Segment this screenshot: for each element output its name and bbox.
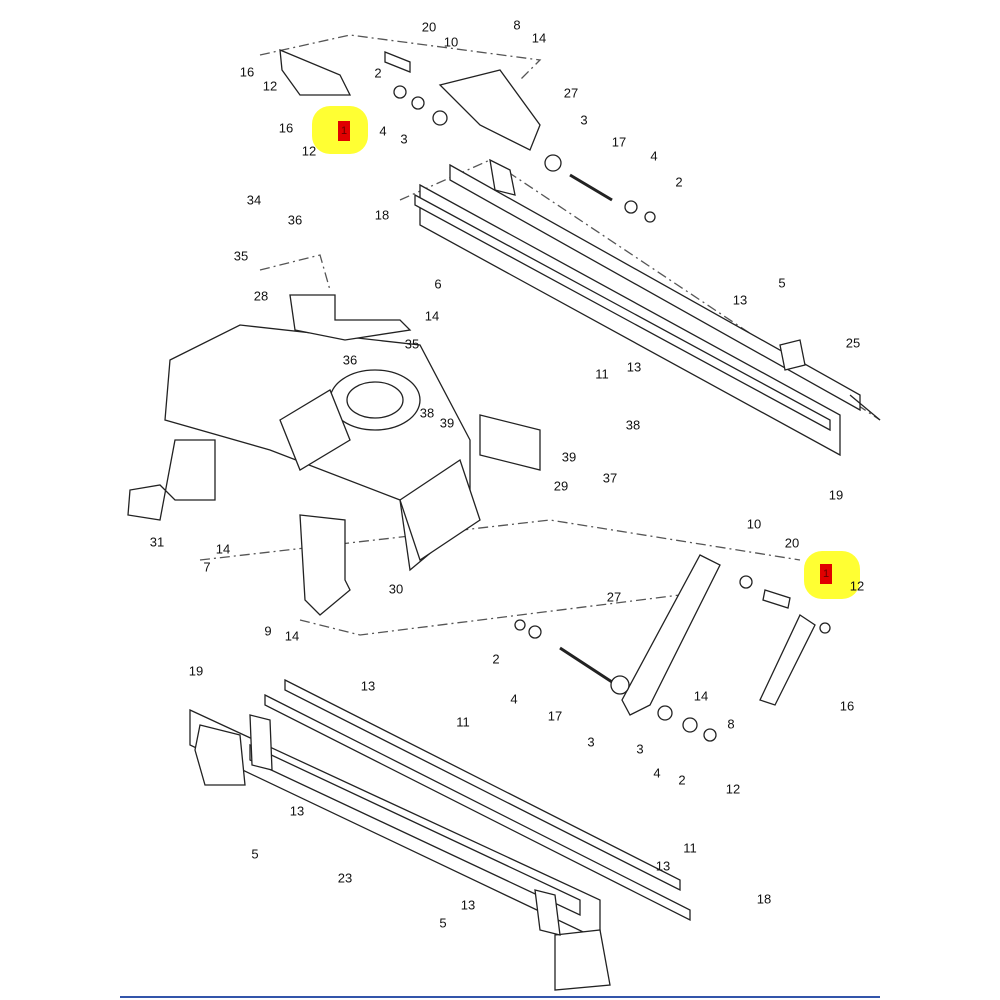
part-1-marker-bottom[interactable]: 1 [820, 564, 832, 584]
part-callout-label[interactable]: 27 [563, 85, 579, 101]
part-callout-label[interactable]: 11 [683, 840, 697, 856]
part-callout-label[interactable]: 39 [561, 449, 577, 465]
part-callout-label[interactable]: 37 [602, 470, 618, 486]
part-callout-label[interactable]: 36 [342, 352, 358, 368]
part-callout-label[interactable]: 3 [587, 734, 595, 750]
part-callout-label[interactable]: 11 [456, 714, 470, 730]
part-callout-label[interactable]: 14 [693, 688, 709, 704]
part-callout-label[interactable]: 13 [289, 803, 305, 819]
part-callout-label[interactable]: 34 [246, 192, 262, 208]
part-callout-label[interactable]: 8 [727, 716, 735, 732]
part-1-marker-top[interactable]: 1 [338, 121, 350, 141]
part-callout-label[interactable]: 5 [251, 846, 259, 862]
part-callout-label[interactable]: 12 [262, 78, 278, 94]
part-callout-label[interactable]: 3 [400, 131, 408, 147]
part-callout-label[interactable]: 39 [439, 415, 455, 431]
part-callout-label[interactable]: 9 [264, 623, 272, 639]
part-callout-label[interactable]: 30 [388, 581, 404, 597]
part-callout-label[interactable]: 35 [233, 248, 249, 264]
part-callout-label[interactable]: 13 [460, 897, 476, 913]
part-callout-label[interactable]: 19 [188, 663, 204, 679]
center-frame [127, 294, 541, 616]
part-callout-label[interactable]: 2 [675, 174, 683, 190]
part-callout-label[interactable]: 19 [828, 487, 844, 503]
part-callout-label[interactable]: 8 [513, 17, 521, 33]
part-callout-label[interactable]: 38 [625, 417, 641, 433]
part-callout-label[interactable]: 3 [636, 741, 644, 757]
top-rails [414, 158, 881, 457]
part-callout-label[interactable]: 6 [434, 276, 442, 292]
bottom-rule [120, 996, 880, 998]
part-callout-label[interactable]: 2 [492, 651, 500, 667]
part-callout-label[interactable]: 12 [725, 781, 741, 797]
top-linkage [279, 48, 656, 223]
part-callout-label[interactable]: 7 [203, 559, 211, 575]
part-callout-label[interactable]: 27 [606, 589, 622, 605]
part-callout-label[interactable]: 29 [553, 478, 569, 494]
part-callout-label[interactable]: 17 [611, 134, 627, 150]
part-callout-label[interactable]: 13 [626, 359, 642, 375]
part-callout-label[interactable]: 4 [379, 123, 387, 139]
part-callout-label[interactable]: 20 [421, 19, 437, 35]
part-callout-label[interactable]: 18 [374, 207, 390, 223]
part-callout-label[interactable]: 28 [253, 288, 269, 304]
bottom-linkage [514, 554, 831, 742]
part-callout-label[interactable]: 18 [756, 891, 772, 907]
part-callout-label[interactable]: 16 [278, 120, 294, 136]
part-callout-label[interactable]: 10 [443, 34, 459, 50]
part-callout-label[interactable]: 2 [678, 772, 686, 788]
part-callout-label[interactable]: 4 [653, 765, 661, 781]
part-callout-label[interactable]: 16 [839, 698, 855, 714]
part-callout-label[interactable]: 14 [215, 541, 231, 557]
part-callout-label[interactable]: 17 [547, 708, 563, 724]
highlight-bottom [804, 551, 860, 599]
part-callout-label[interactable]: 13 [360, 678, 376, 694]
part-callout-label[interactable]: 5 [778, 275, 786, 291]
part-callout-label[interactable]: 3 [580, 112, 588, 128]
part-callout-label[interactable]: 13 [655, 858, 671, 874]
part-callout-label[interactable]: 14 [284, 628, 300, 644]
part-callout-label[interactable]: 35 [404, 336, 420, 352]
part-callout-label[interactable]: 16 [239, 64, 255, 80]
part-callout-label[interactable]: 10 [746, 516, 762, 532]
part-callout-label[interactable]: 13 [732, 292, 748, 308]
part-callout-label[interactable]: 20 [784, 535, 800, 551]
part-callout-label[interactable]: 25 [845, 335, 861, 351]
part-callout-label[interactable]: 36 [287, 212, 303, 228]
part-callout-label[interactable]: 5 [439, 915, 447, 931]
part-callout-label[interactable]: 4 [510, 691, 518, 707]
bottom-rails [189, 678, 691, 991]
part-callout-label[interactable]: 11 [595, 366, 609, 382]
part-callout-label[interactable]: 4 [650, 148, 658, 164]
part-callout-label[interactable]: 12 [301, 143, 317, 159]
part-callout-label[interactable]: 31 [149, 534, 165, 550]
part-callout-label[interactable]: 12 [849, 578, 865, 594]
part-callout-label[interactable]: 14 [424, 308, 440, 324]
part-callout-label[interactable]: 38 [419, 405, 435, 421]
part-callout-label[interactable]: 23 [337, 870, 353, 886]
part-callout-label[interactable]: 2 [374, 65, 382, 81]
part-callout-label[interactable]: 14 [531, 30, 547, 46]
